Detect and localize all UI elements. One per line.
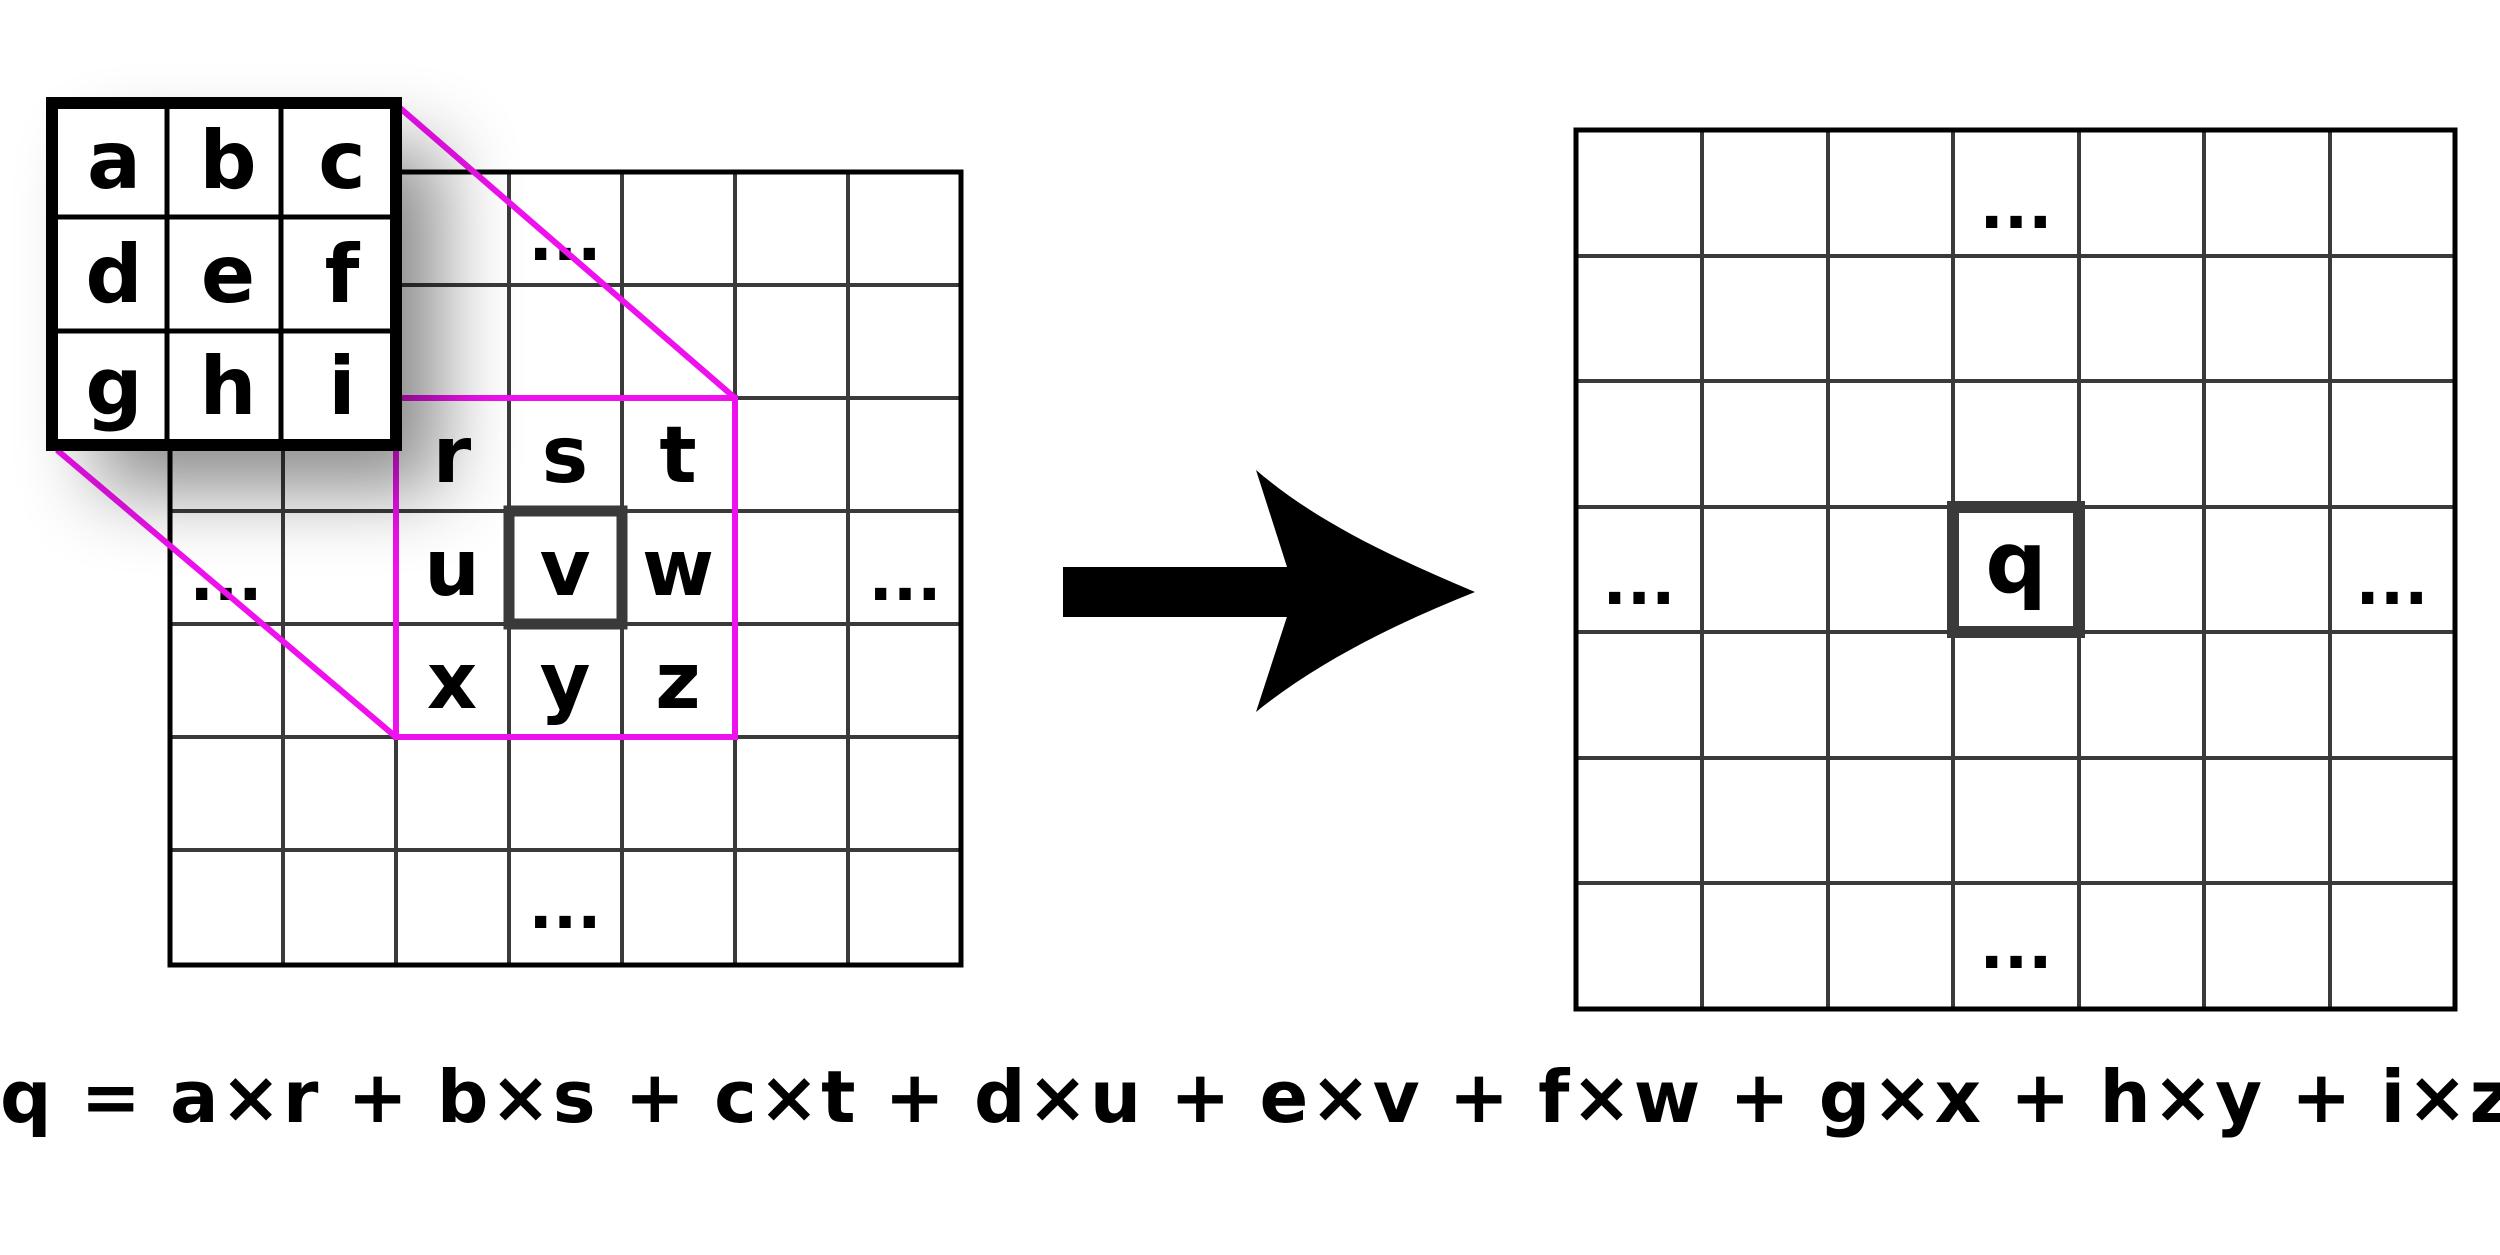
input-grid-border	[167, 169, 964, 968]
patch-cell: v	[540, 524, 591, 614]
input-dots-left: ...	[190, 542, 263, 616]
kernel-cell: d	[85, 228, 142, 321]
kernel-projection	[55, 105, 737, 740]
output-dots-top: ...	[1980, 170, 2053, 244]
patch-cell: r	[433, 411, 472, 501]
convolution-formula: q = a×r + b×s + c×t + d×u + e×v + f×w + …	[0, 1055, 2500, 1139]
kernel-cell: g	[85, 340, 142, 433]
kernel-cell: b	[199, 114, 256, 207]
kernel-cell: i	[328, 340, 355, 433]
kernel-cell: a	[87, 114, 141, 207]
kernel-border	[46, 97, 402, 451]
kernel-cell: e	[201, 228, 255, 321]
output-grid: ... ... ... ... q	[1573, 127, 2458, 1012]
output-center-highlight	[1947, 501, 2085, 638]
output-dots-bottom: ...	[1980, 910, 2053, 984]
input-dots-top: ...	[529, 202, 602, 276]
patch-cell: t	[659, 411, 696, 501]
input-dots-bottom: ...	[529, 870, 602, 944]
output-dots-left: ...	[1603, 546, 1676, 620]
patch-cell: z	[655, 637, 700, 727]
output-grid-lines	[1576, 130, 2455, 1009]
patch-cell: w	[642, 524, 714, 614]
patch-cell: x	[427, 637, 477, 727]
kernel-cell: f	[325, 228, 361, 321]
input-dots-right: ...	[869, 542, 942, 616]
center-cell-highlight	[503, 505, 628, 630]
patch-outline	[393, 395, 738, 740]
output-dots-right: ...	[2356, 546, 2429, 620]
kernel-grid: a b c d e f g h i	[46, 97, 402, 451]
input-grid: ... ... ... ... r s t u v w x y z	[167, 169, 964, 968]
output-center-value: q	[1985, 513, 2047, 613]
arrow-icon	[1063, 470, 1475, 712]
kernel-cell: c	[318, 114, 365, 207]
patch-cell: u	[424, 524, 480, 614]
output-grid-border	[1573, 127, 2458, 1012]
patch-cell: y	[540, 637, 591, 727]
patch-cell: s	[542, 411, 588, 501]
kernel-cell: h	[200, 340, 257, 433]
